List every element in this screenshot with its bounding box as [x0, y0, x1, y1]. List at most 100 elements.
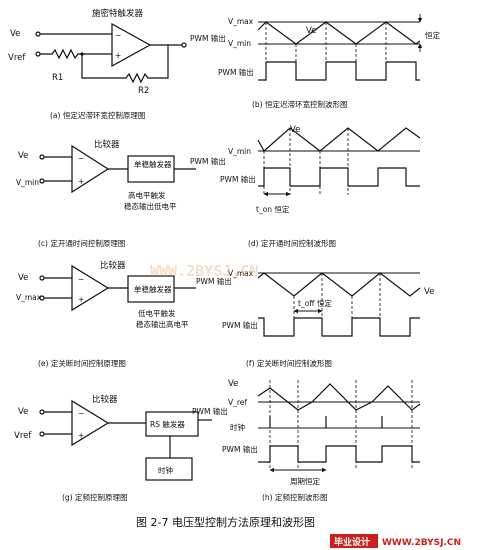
comp-minus-g: − — [78, 409, 84, 418]
pwm-out-label-g: PWM 输出 — [192, 406, 228, 416]
vmax-terminal-e — [39, 295, 45, 301]
figure-caption: 图 2-7 电压型控制方法原理和波形图 — [136, 515, 315, 529]
caption-b: (b) 恒定迟滞环宽控制波形图 — [252, 99, 348, 109]
pwm-out-label: PWM 输出 — [190, 33, 226, 43]
comparator-label-g: 比较器 — [92, 394, 118, 405]
comparator-e — [71, 264, 110, 312]
logo-badge — [330, 534, 378, 548]
logo-name: 毕业设计 — [334, 536, 370, 548]
comparator-label-c: 比较器 — [94, 139, 120, 150]
ve-label-h: Ve — [228, 379, 238, 389]
panel-a-schematic: 施密特触发器 Ve Vref R1 − + PWM 输出 R2 (a) 恒定迟滞… — [8, 8, 226, 120]
ve-terminal-c — [39, 154, 45, 160]
ve-terminal-g — [39, 409, 45, 415]
pwm-wave-d — [258, 167, 420, 187]
pwm-wave-label-f: PWM 输出 — [222, 320, 258, 330]
pwm-wave-f — [258, 317, 420, 337]
vref-label-h: V_ref — [228, 398, 247, 407]
opamp-triangle — [111, 22, 152, 68]
output-terminal — [181, 42, 187, 48]
panel-f-waveform: V_max Ve t_off 恒定 PWM 输出 (f) 定关断时间控制波形图 — [222, 269, 434, 368]
pwm-out-label-c: PWM 输出 — [190, 156, 226, 166]
rs-label: RS 触发器 — [150, 419, 185, 429]
comp-plus-c: + — [78, 177, 84, 186]
note1-e: 低电平触发 — [138, 308, 176, 318]
opamp-plus: + — [115, 51, 121, 60]
opamp-minus: − — [115, 31, 121, 40]
panel-e-schematic: Ve V_max − + 比较器 单稳触发器 PWM 输出 低电平触发 稳态输出… — [16, 260, 232, 368]
vref-label-g: Vref — [14, 431, 32, 441]
note1-c: 高电平触发 — [128, 190, 166, 200]
ve-wave-label: Ve — [306, 26, 316, 36]
toff-label: t_off 恒定 — [298, 298, 332, 308]
monostable-label-c: 单稳触发器 — [134, 159, 172, 169]
caption-c: (c) 定开通时间控制原理图 — [38, 238, 125, 248]
resistor-r2-feedback — [81, 45, 169, 84]
pwm-square-wave — [258, 61, 420, 81]
comp-plus-g: + — [78, 431, 84, 440]
note2-e: 稳态输出高电平 — [136, 319, 189, 329]
ve-triangle-wave — [257, 21, 421, 45]
vmax-label-e: V_max — [16, 293, 42, 302]
schmitt-title: 施密特触发器 — [92, 8, 144, 19]
ve-wave-label-f: Ve — [424, 287, 434, 297]
pwm-wave-label-d: PWM 输出 — [220, 174, 256, 184]
ve-terminal — [35, 31, 41, 37]
rs-flipflop-box — [145, 411, 199, 437]
junction-dot — [80, 52, 84, 56]
panel-b-waveform: V_max V_min Ve 恒定 PWM 输出 (b) 恒定迟滞环宽控制波形图 — [218, 14, 440, 109]
vmin-label-d: V_min — [228, 147, 251, 156]
ton-label: t_on 恒定 — [256, 204, 290, 214]
ve-label: Ve — [10, 29, 20, 39]
caption-g: (g) 定频控制原理图 — [62, 492, 128, 502]
clock-wave-label-h: 时钟 — [230, 422, 245, 432]
monostable-label-e: 单稳触发器 — [134, 284, 172, 294]
ve-wave-h — [257, 383, 421, 411]
panel-g-schematic: Ve Vref − + 比较器 RS 触发器 PWM 输出 时钟 (g) 定频控… — [14, 394, 228, 502]
resistor-r1 — [40, 48, 112, 60]
clock-box — [145, 457, 193, 481]
hysteresis-label: 恒定 — [425, 30, 440, 40]
panel-d-waveform: Ve V_min PWM 输出 t_on 恒定 (d) 定开通时间控制波形图 — [220, 125, 421, 248]
ve-label-e: Ve — [18, 273, 28, 283]
ve-label-c: Ve — [18, 151, 28, 161]
pwm-wave-label: PWM 输出 — [218, 67, 254, 77]
pwm-wave-h — [258, 445, 420, 463]
clock-label: 时钟 — [158, 465, 173, 475]
monostable-box-c — [127, 155, 175, 183]
caption-a: (a) 恒定迟滞环宽控制原理图 — [50, 110, 145, 120]
comp-plus-e: + — [78, 295, 84, 304]
vmin-terminal-c — [39, 178, 45, 184]
vref-terminal-g — [39, 431, 45, 437]
ve-wave-label-d: Ve — [290, 125, 300, 135]
comparator-g — [71, 399, 110, 447]
ve-terminal-e — [39, 275, 45, 281]
site-logo: 毕业设计 WWW.2BYSJ.CN — [330, 534, 461, 548]
caption-f: (f) 定关断时间控制波形图 — [246, 358, 332, 368]
vmin-label-c: V_min — [16, 178, 39, 187]
comparator-label-e: 比较器 — [100, 260, 126, 271]
comparator-c — [71, 144, 110, 194]
panel-h-waveform: Ve V_ref 时钟 PWM 输出 周期恒定 (h) 定频控制波形图 — [222, 379, 421, 502]
vmax-label-f: V_max — [228, 269, 254, 278]
r1-label: R1 — [52, 73, 63, 83]
pwm-wave-label-h: PWM 输出 — [222, 444, 258, 454]
watermark-text: WWW.2BYSJ.CN — [150, 262, 258, 280]
vref-terminal — [35, 51, 41, 57]
r2-label: R2 — [138, 86, 149, 96]
vref-label: Vref — [8, 53, 26, 63]
logo-url: WWW.2BYSJ.CN — [382, 538, 461, 548]
vmax-label: V_max — [228, 17, 254, 26]
panel-c-schematic: Ve V_min − + 比较器 单稳触发器 PWM 输出 高电平触发 稳态输出… — [16, 139, 226, 248]
vmin-label: V_min — [228, 39, 251, 48]
comp-minus-e: − — [78, 275, 84, 284]
caption-d: (d) 定开通时间控制波形图 — [248, 238, 336, 248]
ve-label-g: Ve — [18, 407, 28, 417]
comp-minus-c: − — [78, 154, 84, 163]
ve-wave-f — [257, 272, 421, 297]
note2-c: 稳态输出低电平 — [124, 201, 177, 211]
monostable-box-e — [127, 275, 175, 303]
period-label: 周期恒定 — [290, 476, 320, 486]
pwm-out-label-e: PWM 输出 — [196, 276, 232, 286]
